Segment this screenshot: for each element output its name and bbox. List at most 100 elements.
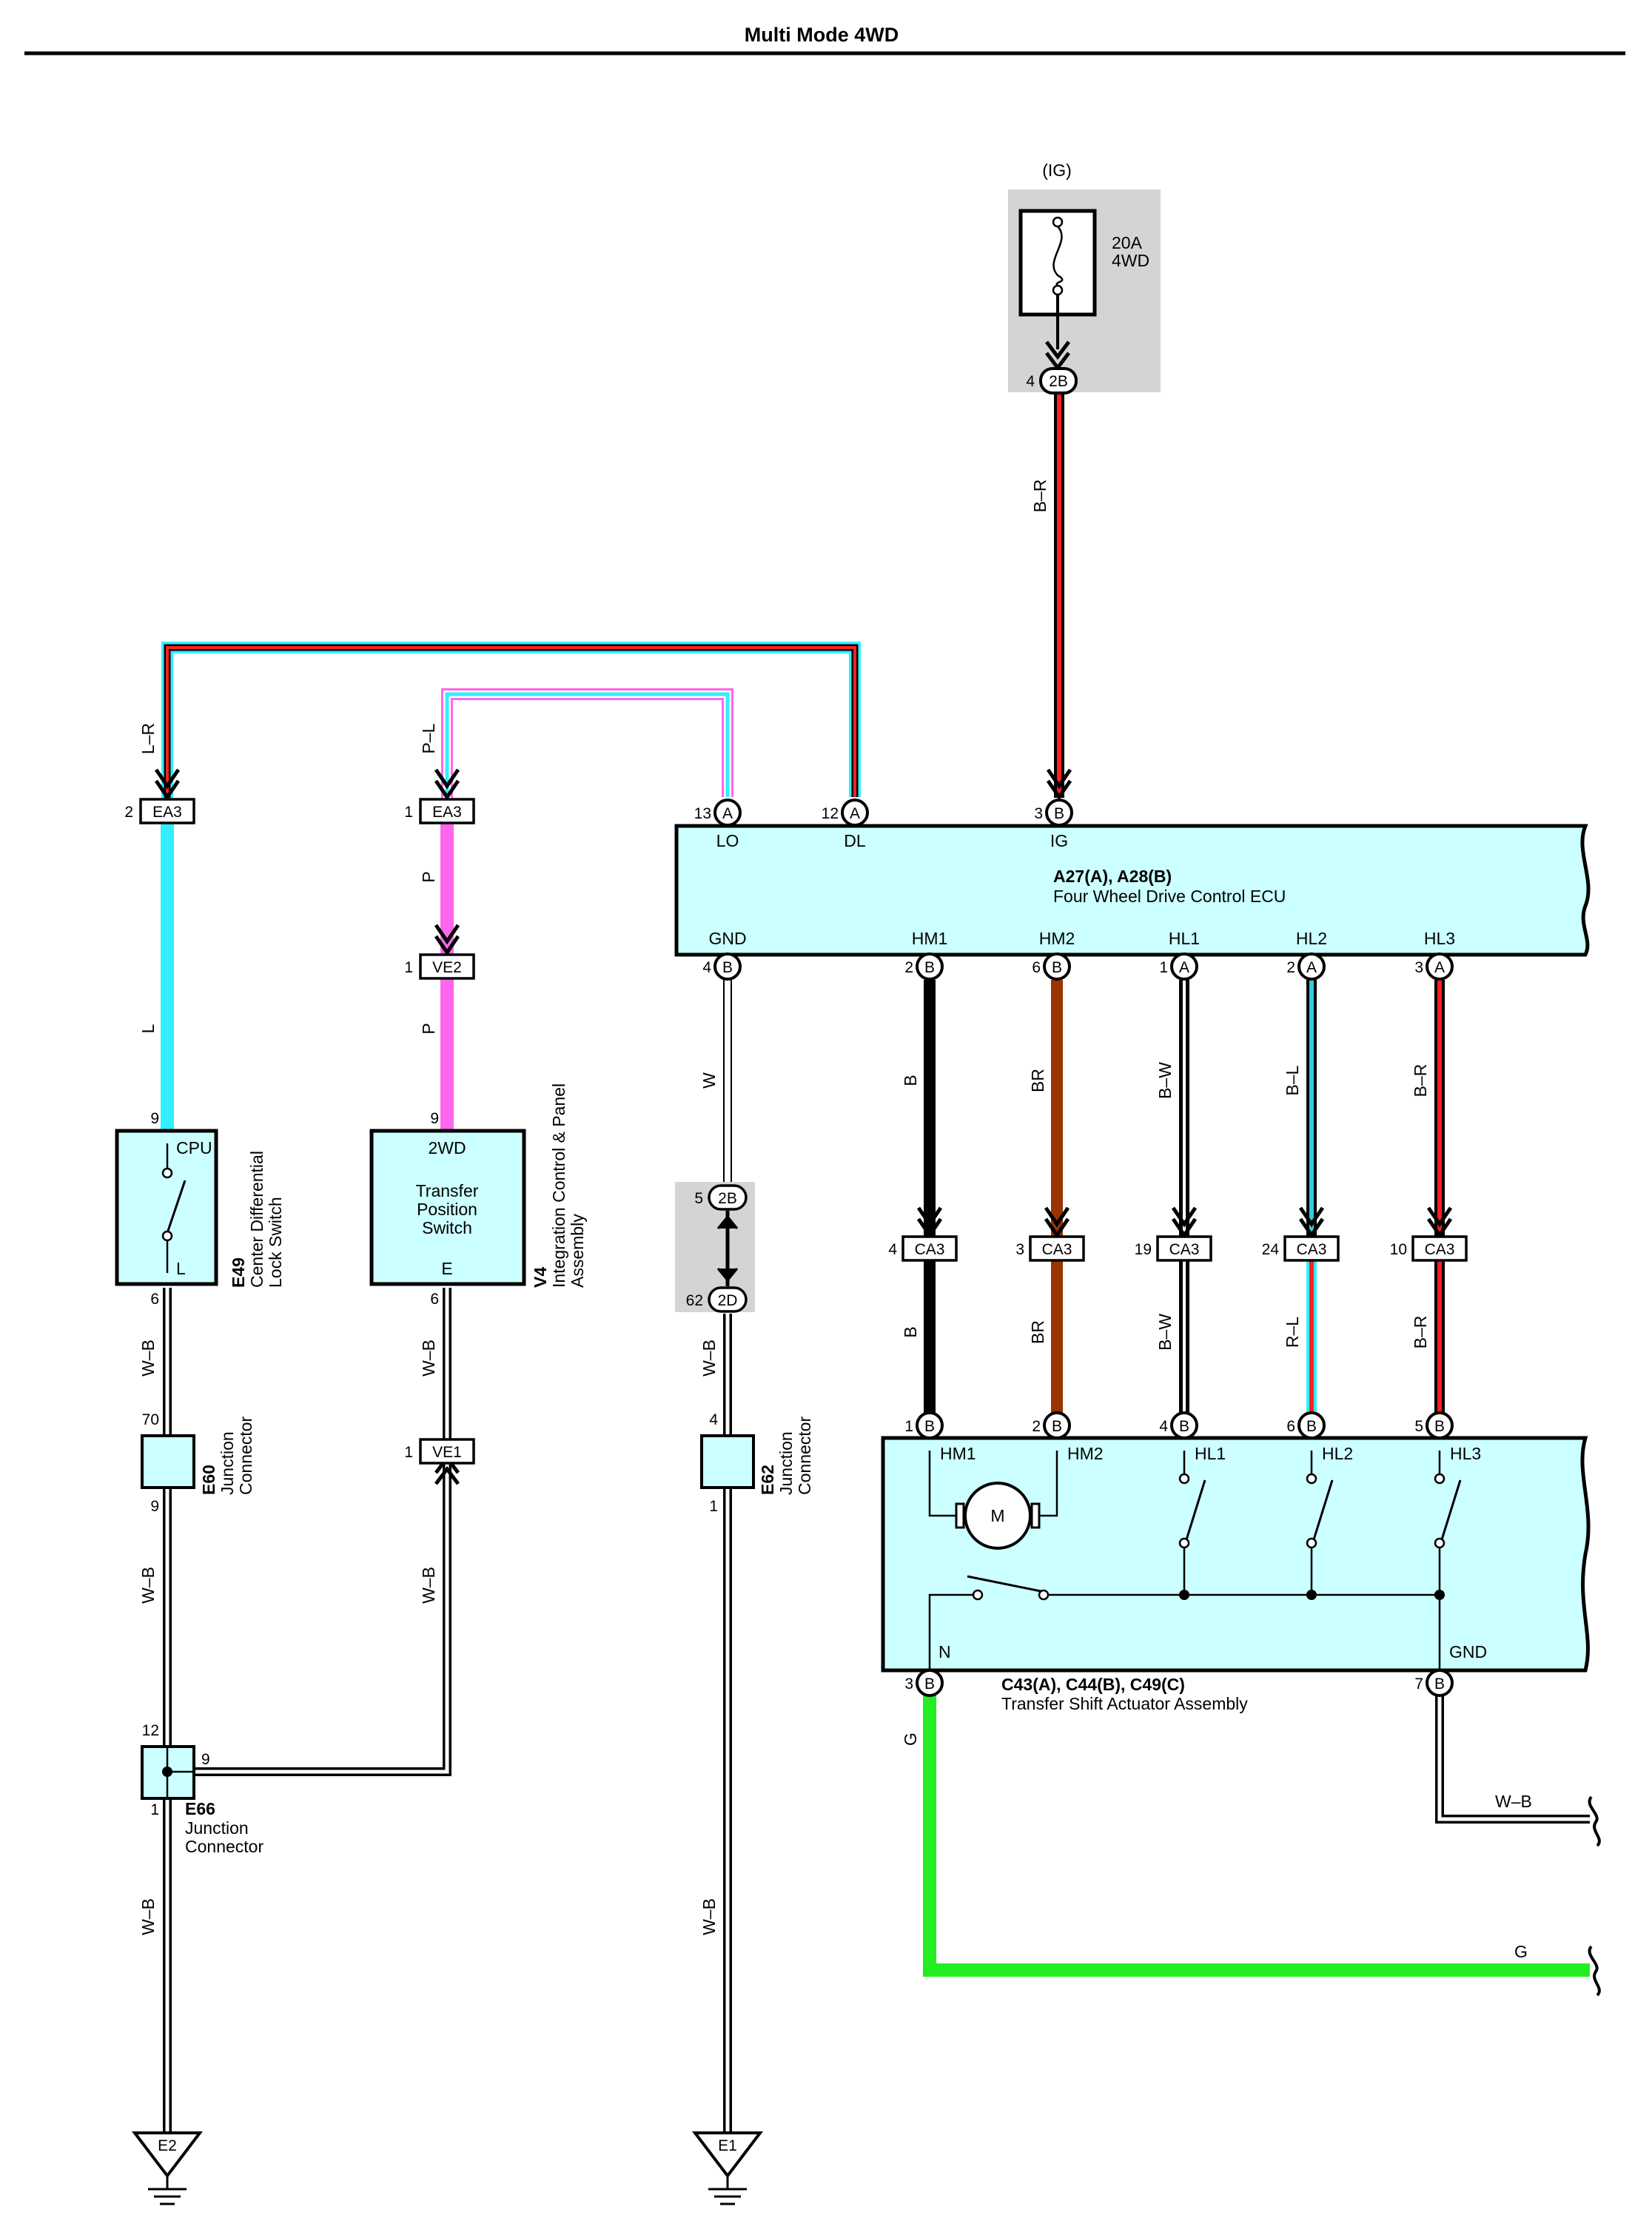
label-wb-e1: W–B (699, 1898, 719, 1935)
ecu-box (674, 824, 1591, 957)
label-l: L (138, 1024, 158, 1033)
act-pin-hl1-connector: B (1179, 1418, 1189, 1435)
e66-junction-connector: 12 9 1 E66 Junction Connector (141, 1722, 263, 1856)
act-pin-hm2-circle (1043, 1411, 1071, 1439)
connector-ca3-hl1: CA3 19 (1135, 1235, 1212, 1262)
act-pin-gnd-number: 7 (1414, 1676, 1423, 1693)
e66-code: E66 (185, 1799, 215, 1818)
ecu-pin-hm2-circle (1043, 952, 1071, 981)
ecu-pin-hm1-connector: B (924, 959, 935, 976)
ve2-label: VE2 (432, 959, 462, 976)
act-pin-hm1-number: 1 (904, 1418, 913, 1435)
fuse-rating: 20A (1112, 233, 1143, 252)
motor-label: M (990, 1506, 1004, 1525)
e49-term-cpu: CPU (176, 1138, 212, 1157)
e66-pin-top: 12 (142, 1722, 159, 1739)
label-hm1-a: B (901, 1075, 920, 1086)
ecu-pin-hl3-connector: A (1434, 959, 1445, 976)
e49-switch-icon (164, 1180, 187, 1238)
act-pin-hl1-number: 4 (1159, 1418, 1168, 1435)
ecu-pin-dl-connector: A (850, 805, 860, 822)
ca3-hm1-pin: 4 (888, 1241, 897, 1258)
ecu-pin-hl3-terminal: HL3 (1424, 929, 1455, 948)
v4-label-line3: Switch (422, 1218, 472, 1237)
connector-ca3-hl3: CA3 10 (1390, 1235, 1468, 1262)
e62-junction-connector: 4 1 E62 Junction Connector (700, 1411, 814, 1515)
act-pin-n-terminal: N (939, 1642, 951, 1661)
connector-ea3-right: EA3 1 (404, 798, 475, 824)
v4-integration-control-panel: 2WD Transfer Position Switch E 9 6 V4 In… (369, 1083, 587, 1308)
ecu-pin-dl-circle (841, 799, 869, 827)
label-p-lower: P (419, 1023, 438, 1034)
label-wb-e49: W–B (138, 1340, 158, 1377)
e62-pin-bottom: 1 (709, 1498, 718, 1515)
v4-label-line1: Transfer (416, 1181, 479, 1200)
act-pin-hl2-terminal: HL2 (1322, 1444, 1353, 1463)
ca3-hl3-label: CA3 (1425, 1241, 1455, 1258)
e62-box (700, 1434, 755, 1489)
ecu-name: Four Wheel Drive Control ECU (1053, 887, 1286, 906)
act-pin-hm2-connector: B (1052, 1418, 1062, 1435)
ecu-pin-hm2-number: 6 (1032, 959, 1041, 976)
act-pin-n-number: 3 (904, 1676, 913, 1693)
splice-2b-2d: 2B 5 2D 62 (675, 1182, 755, 1313)
ecu-pin-dl-terminal: DL (844, 831, 866, 850)
act-pin-hl1-terminal: HL1 (1195, 1444, 1226, 1463)
ecu-pin-lo-terminal: LO (716, 831, 739, 850)
ve2-arrows (434, 924, 460, 956)
ea3-right-pin: 1 (404, 804, 413, 821)
label-wb-right: W–B (1495, 1792, 1532, 1811)
ecu-pin-hl3-circle (1426, 952, 1454, 981)
splice-2b-pill (708, 1184, 748, 1211)
fuse-name: 4WD (1112, 251, 1149, 270)
ca3-arrows (916, 1206, 1453, 1239)
label-hm2-a: BR (1028, 1069, 1047, 1092)
ecu-pin-gnd-connector: B (722, 959, 733, 976)
wire-ig-b-r (1046, 394, 1072, 801)
label-hm1-b: B (901, 1326, 920, 1337)
act-pin-hl2-connector: B (1306, 1418, 1317, 1435)
ecu-pin-gnd-terminal: GND (708, 929, 746, 948)
ca3-hl3-pin: 10 (1390, 1241, 1407, 1258)
ecu-pin-hl1-connector: A (1179, 959, 1189, 976)
label-wb-e2: W–B (138, 1898, 158, 1935)
ecu-pin-hm1-number: 2 (904, 959, 913, 976)
connector-ve1: VE1 1 (404, 1438, 475, 1465)
actuator-name: Transfer Shift Actuator Assembly (1001, 1694, 1248, 1713)
ca3-hl1-label: CA3 (1169, 1241, 1200, 1258)
ecu-pin-hl3-number: 3 (1414, 959, 1423, 976)
wire-p-l (434, 688, 733, 801)
fuse-20a-4wd: (IG) 20A 4WD 2B 4 (1008, 161, 1161, 394)
label-wb-e62-top: W–B (699, 1340, 719, 1377)
ca3-hm1-label: CA3 (915, 1241, 945, 1258)
e49-name-line1: Center Differential (247, 1151, 266, 1288)
e60-junction-connector: 70 9 E60 Junction Connector (141, 1411, 255, 1515)
ea3-left-pin: 2 (124, 804, 133, 821)
wire-break-g (1588, 1945, 1601, 1997)
v4-pin-top: 9 (430, 1110, 439, 1127)
e60-pin-bottom: 9 (150, 1498, 159, 1515)
act-pin-hm2-terminal: HM2 (1067, 1444, 1104, 1463)
ecu-pin-ig-terminal: IG (1050, 831, 1068, 850)
ecu-pin-gnd-circle (713, 952, 742, 981)
connector-ve2: VE2 1 (404, 953, 475, 980)
e49-pin-top: 9 (150, 1110, 159, 1127)
e66-name-line1: Junction (185, 1818, 249, 1838)
ground-e2-label: E2 (158, 2137, 177, 2154)
ecu-pin-hm1-circle (916, 952, 944, 981)
ecu-pin-hl2-terminal: HL2 (1296, 929, 1327, 948)
label-wb-v4-top: W–B (419, 1340, 438, 1377)
fuse-icon (1052, 226, 1064, 286)
v4-term-2wd: 2WD (428, 1138, 466, 1157)
v4-box (369, 1129, 526, 1286)
act-pin-hl1-circle (1170, 1411, 1198, 1439)
act-pin-hl3-terminal: HL3 (1450, 1444, 1481, 1463)
ecu-pin-dl-number: 12 (822, 805, 839, 822)
ca3-hm2-pin: 3 (1015, 1241, 1024, 1258)
label-wb-e60: W–B (138, 1567, 158, 1604)
